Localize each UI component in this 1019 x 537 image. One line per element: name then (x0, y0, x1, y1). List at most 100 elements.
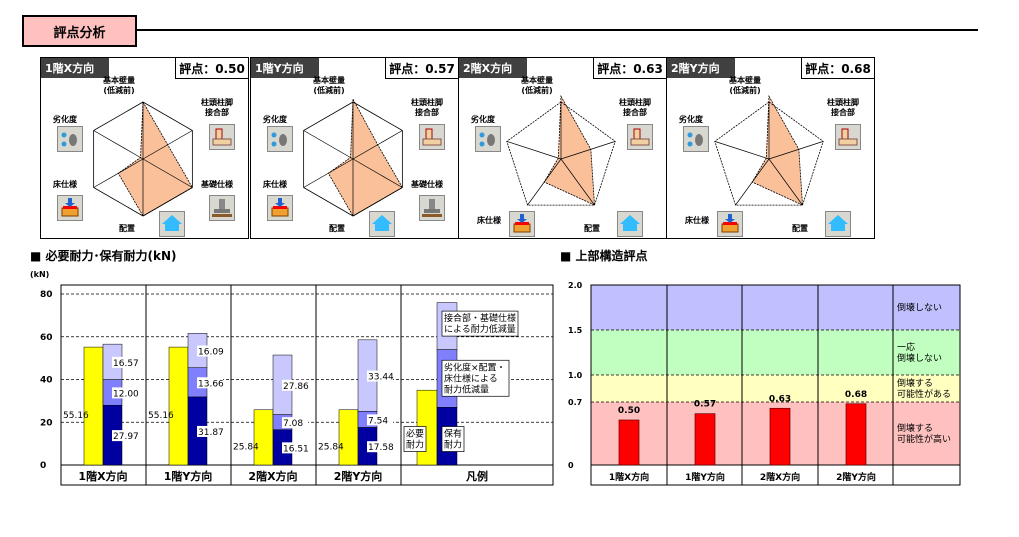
value-label-bg (367, 441, 393, 453)
joint-icon (209, 124, 235, 150)
legend-required-label-box (403, 426, 427, 452)
value-label: 7.08 (283, 419, 303, 429)
value-label-bg (197, 345, 223, 357)
value-label: 25.84 (233, 442, 259, 452)
radar-chart (714, 94, 824, 206)
chart-title: ■ 必要耐力･保有耐力(kN) (30, 248, 177, 263)
page-title: 評点分析 (22, 15, 137, 47)
legend-reduce1-label-box (441, 359, 510, 397)
radar-frame (506, 101, 616, 206)
value-label-bg (282, 417, 308, 429)
band-label: 可能性が高い (897, 433, 951, 445)
y-tick-label: 20 (40, 418, 53, 428)
value-label-bg (112, 356, 138, 368)
y-tick-label: 1.0 (568, 371, 583, 380)
x-tick-label: 1階X方向 (78, 469, 127, 483)
value-label: 7.54 (368, 416, 388, 426)
chart-title: ■ 上部構造評点 (560, 248, 648, 263)
legend-required-label: 耐力 (406, 439, 424, 451)
score-value-label: 0.63 (769, 394, 791, 404)
y-tick-label: 0 (568, 461, 574, 470)
y-tick-label: 2.0 (568, 281, 583, 290)
radar-axis (560, 141, 616, 160)
required-bar (83, 346, 104, 466)
value-label: 55.16 (148, 411, 174, 421)
required-bar (338, 409, 359, 466)
required-bar (168, 346, 189, 466)
score-bar (618, 419, 640, 466)
required-bar (253, 409, 274, 466)
radar-axis-label: 劣化度 (53, 115, 77, 124)
floor-icon (57, 195, 83, 221)
value-label-bg (197, 425, 223, 437)
radar-axis (527, 158, 562, 206)
panel-tab: 2階X方向 (459, 58, 527, 78)
score-chart: ■ 上部構造評点倒壊する可能性が高い倒壊する可能性がある一応倒壊しない倒壊しない… (560, 248, 961, 486)
value-label-bg (112, 387, 138, 399)
foundation-icon (419, 195, 445, 221)
layout-icon (825, 211, 851, 237)
x-tick-label: 1階Y方向 (164, 469, 213, 483)
score-bar (769, 407, 791, 466)
floor-icon (717, 211, 743, 237)
radar-frame (714, 101, 824, 206)
radar-axis-label: 床仕様 (53, 180, 77, 189)
y-tick-label: 1.5 (568, 326, 583, 335)
joint-icon (419, 124, 445, 150)
radar-axis-label: 劣化度 (263, 115, 287, 124)
radar-axis-label: 基本壁量(低減前) (103, 76, 135, 95)
score-value-label: 0.68 (845, 390, 867, 400)
floor-icon (509, 211, 535, 237)
value-label-bg (282, 379, 308, 391)
legend-reduce1-label: 耐力低減量 (444, 383, 489, 395)
x-tick-label: 2階X方向 (248, 469, 297, 483)
score-band (591, 330, 960, 375)
radar-axis (142, 130, 193, 160)
radar-axis-label: 床仕様 (685, 216, 709, 225)
value-label: 16.09 (198, 347, 224, 357)
y-tick-label: 0 (40, 461, 46, 471)
y-tick-label: 80 (40, 290, 53, 300)
band-label: 一応 (897, 341, 915, 353)
radar-axis (506, 141, 562, 160)
panel-score: 評点：0.50 (175, 58, 248, 79)
score-bar (694, 413, 716, 466)
value-label-bg (112, 430, 138, 442)
legend-held-label: 耐力 (444, 439, 462, 451)
score-value-label: 0.57 (694, 400, 716, 410)
band-label: 倒壊しない (897, 352, 942, 364)
band-label: 可能性がある (897, 388, 951, 400)
deterioration-icon (475, 126, 501, 152)
y-tick-label: 40 (40, 376, 53, 386)
score-band (591, 285, 960, 330)
radar-axis-label: 劣化度 (679, 115, 703, 124)
value-label-bg (367, 370, 393, 382)
radar-axis-label: 配置 (584, 224, 600, 233)
radar-axis-label: 基本壁量(低減前) (729, 76, 761, 95)
deterioration-icon (267, 126, 293, 152)
value-label: 55.16 (63, 411, 89, 421)
value-label: 12.00 (113, 389, 139, 399)
x-tick-label: 2階X方向 (760, 471, 800, 483)
radar-axis (93, 130, 144, 160)
radar-axis-label: 配置 (792, 224, 808, 233)
value-label: 31.87 (198, 428, 224, 438)
x-tick-label: 1階X方向 (609, 471, 649, 483)
radar-axis-label: 床仕様 (263, 180, 287, 189)
value-label: 27.97 (113, 432, 139, 442)
panel-tab: 1階X方向 (41, 58, 109, 78)
y-axis-label: (kN) (30, 270, 49, 279)
layout-icon (369, 211, 395, 237)
layout-icon (617, 211, 643, 237)
value-label: 13.66 (198, 379, 224, 389)
band-label: 倒壊しない (897, 302, 942, 314)
radar-axis-label: 劣化度 (471, 115, 495, 124)
radar-axis (93, 158, 144, 188)
deterioration-icon (683, 126, 709, 152)
score-band (591, 375, 960, 402)
panel-tab: 2階Y方向 (667, 58, 735, 78)
radar-axis (560, 158, 595, 206)
value-label: 25.84 (318, 442, 344, 452)
